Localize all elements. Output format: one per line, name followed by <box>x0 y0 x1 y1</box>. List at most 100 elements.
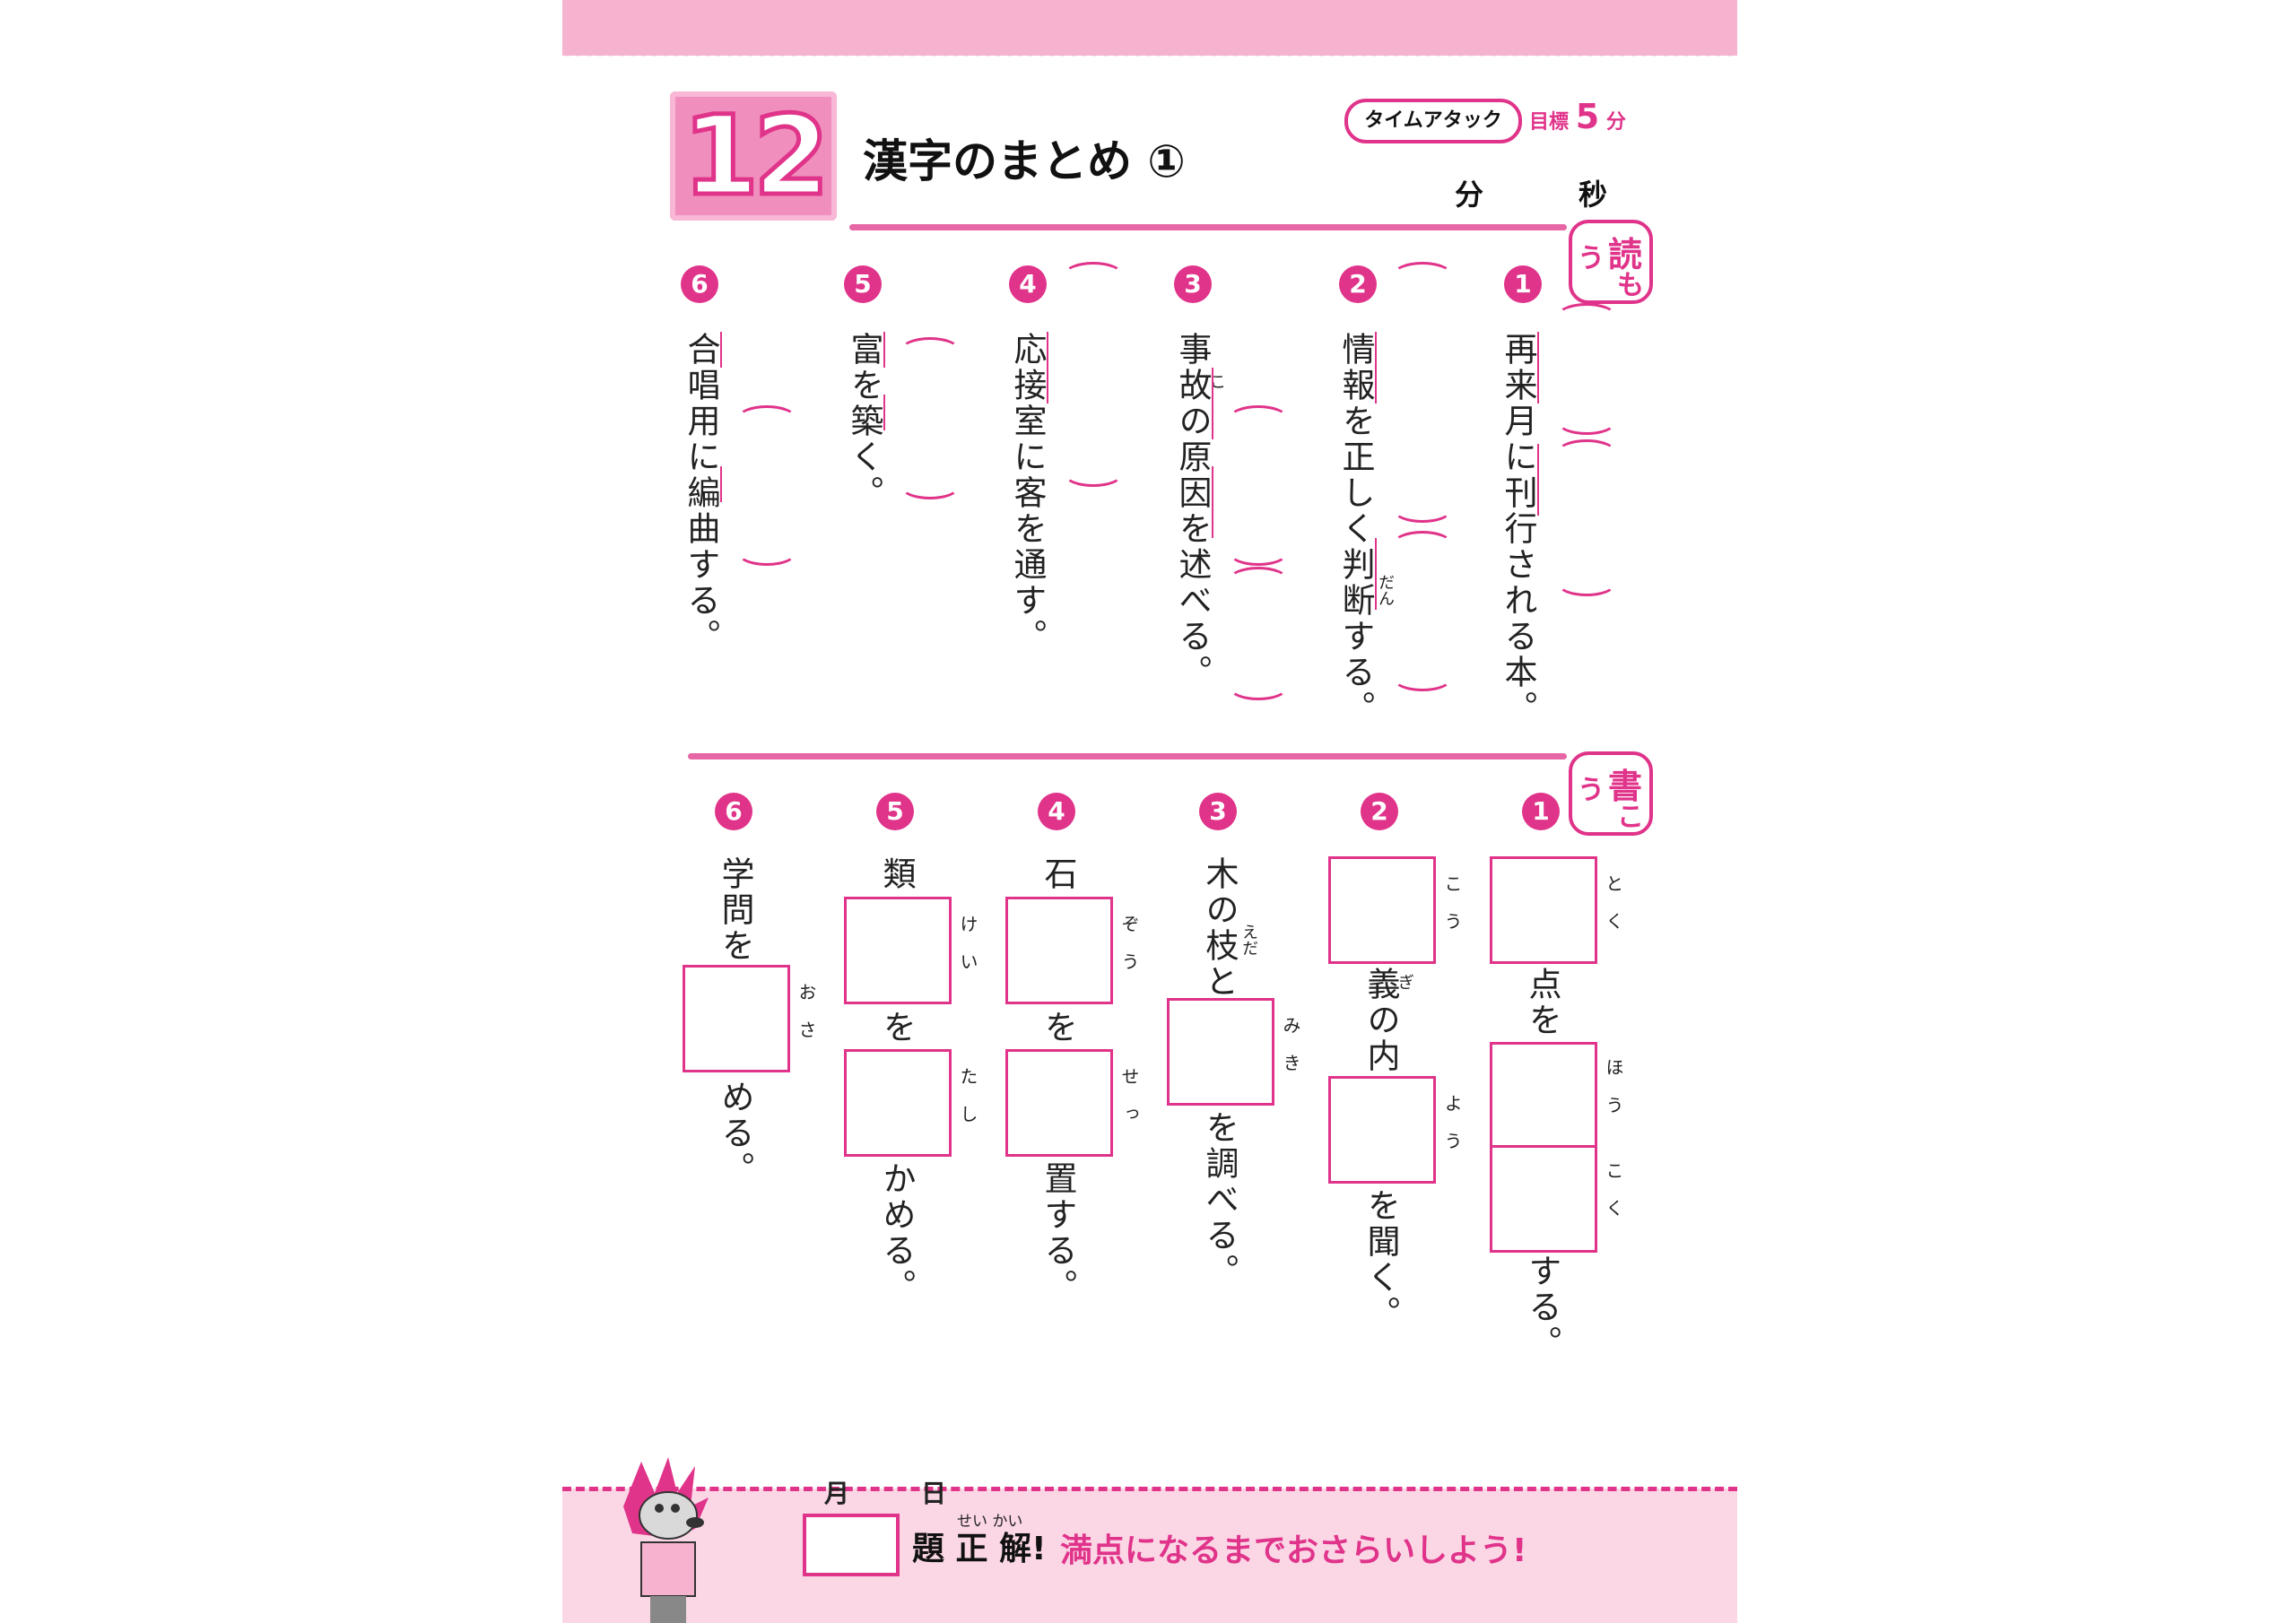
writing-question-text: を聞く。 <box>1361 1188 1400 1332</box>
answer-paren-top <box>1556 303 1617 331</box>
kanji-answer-box[interactable] <box>1490 1042 1597 1150</box>
ruby-text: けい <box>957 915 978 990</box>
kanji-answer-box[interactable] <box>1005 1049 1113 1157</box>
lesson-number-badge: 12 <box>670 91 837 222</box>
ruby-text: とく <box>1603 874 1624 950</box>
kanji-answer-box[interactable] <box>1490 1145 1597 1253</box>
reading-tag-char: も <box>1617 270 1644 301</box>
reading-question-text: 情報を正しく判断する。 <box>1336 332 1375 726</box>
reading-question-number: 4 <box>1009 265 1047 303</box>
score-ruby: せい かい <box>957 1513 1023 1531</box>
reading-question-text: 再来月に刊行される本。 <box>1499 332 1537 726</box>
encouragement-message: 満点になるまでおさらいしよう! <box>1060 1532 1527 1569</box>
writing-question-number: 1 <box>1522 793 1560 830</box>
writing-question-text: を <box>1039 1010 1077 1046</box>
score-input-box[interactable] <box>803 1514 900 1576</box>
footer-band <box>562 1488 1737 1623</box>
underline-mark <box>1212 466 1213 538</box>
writing-tag-char: 書 <box>1608 767 1643 806</box>
answer-paren-bottom <box>1392 664 1453 691</box>
date-month-label: 月 <box>824 1479 850 1508</box>
answer-paren-top <box>900 337 961 365</box>
writing-question-number: 5 <box>876 793 914 830</box>
kanji-answer-box[interactable] <box>1328 1076 1436 1184</box>
kanji-answer-box[interactable] <box>683 965 790 1072</box>
answer-paren-bottom <box>736 538 797 566</box>
writing-question-text: 点を <box>1523 967 1561 1038</box>
reading-tag: 読 も う <box>1569 220 1653 304</box>
target-value: 5 <box>1575 97 1600 136</box>
writing-question-number: 6 <box>715 793 752 830</box>
answer-paren-top <box>1556 439 1617 467</box>
writing-question-number: 4 <box>1038 793 1075 830</box>
answer-paren-top <box>1228 567 1289 595</box>
writing-tag-char: こ <box>1617 802 1644 833</box>
underline-mark <box>720 466 722 502</box>
answer-paren-bottom <box>900 472 961 499</box>
answer-paren-bottom <box>1228 673 1289 700</box>
ruby-text: ぎ <box>1398 974 1414 993</box>
date-day-label: 日 <box>921 1479 947 1508</box>
writing-question-number: 3 <box>1199 793 1237 830</box>
reading-section-rule <box>849 224 1567 230</box>
reading-question-text: 応接室に客を通す。 <box>1008 332 1047 655</box>
ruby-text: こう <box>1441 874 1463 950</box>
ruby-text: よう <box>1441 1094 1463 1169</box>
reading-question-text: 合唱用に編曲する。 <box>682 332 720 655</box>
writing-question-text: 類 <box>877 856 916 892</box>
target-label: 目標 <box>1529 111 1570 134</box>
target-time: 目標 5 分 <box>1529 97 1626 136</box>
answer-paren-top <box>736 405 797 433</box>
writing-question-text: 学問を <box>716 856 754 964</box>
reading-question-number: 5 <box>844 265 882 303</box>
reading-question-number: 3 <box>1174 265 1212 303</box>
time-attack-label: タイムアタック <box>1344 99 1522 143</box>
writing-question-text: 置する。 <box>1039 1161 1077 1305</box>
answer-paren-top <box>1228 405 1289 433</box>
lesson-number: 12 <box>681 91 832 222</box>
reading-question-number: 6 <box>681 265 718 303</box>
kanji-answer-box[interactable] <box>1167 998 1274 1106</box>
underline-mark <box>883 332 885 368</box>
underline-mark <box>1537 332 1539 404</box>
writing-question-number: 2 <box>1361 793 1398 830</box>
writing-question-text: を <box>877 1010 916 1046</box>
reading-question-number: 1 <box>1504 265 1542 303</box>
ruby-text: ぞう <box>1118 915 1140 990</box>
writing-question-text: める。 <box>716 1080 754 1187</box>
reading-tag-char: 読 <box>1608 235 1643 274</box>
ruby-text: えだ <box>1239 924 1258 956</box>
writing-question-text: 義の内 <box>1361 967 1400 1074</box>
ruby-text: こく <box>1603 1161 1624 1237</box>
answer-paren-bottom <box>1228 538 1289 566</box>
writing-tag: 書 こ う <box>1569 751 1653 836</box>
kanji-answer-box[interactable] <box>1490 856 1597 964</box>
worksheet-page: 12 漢字のまとめ ① タイムアタック 目標 5 分 分 秒 読 も う 1 再… <box>562 0 1737 1623</box>
answer-paren-top <box>1063 262 1124 290</box>
writing-question-text: 木の枝と <box>1200 856 1239 1000</box>
underline-mark <box>1375 538 1377 610</box>
score-label: 題 正 解! <box>912 1531 1047 1567</box>
writing-question-text: かめる。 <box>877 1161 916 1305</box>
ruby-text: たし <box>957 1067 978 1142</box>
kanji-answer-box[interactable] <box>844 897 952 1004</box>
kanji-answer-box[interactable] <box>1005 897 1113 1004</box>
ruby-text: せっ <box>1118 1067 1140 1142</box>
kanji-answer-box[interactable] <box>844 1049 952 1157</box>
underline-mark <box>720 332 722 368</box>
answer-paren-bottom <box>1556 407 1617 435</box>
writing-question-text: する。 <box>1523 1254 1561 1361</box>
minutes-unit: 分 <box>1455 178 1484 212</box>
reading-question-text: 事故の原因を述べる。 <box>1173 332 1212 690</box>
hedgehog-mascot-icon <box>623 1457 709 1623</box>
writing-tag-char: う <box>1578 775 1605 806</box>
kanji-answer-box[interactable] <box>1328 856 1436 964</box>
ruby-text: だん <box>1376 574 1395 606</box>
target-unit: 分 <box>1605 111 1626 134</box>
answer-paren-top <box>1392 262 1453 290</box>
footer-dashed-border <box>562 1487 1737 1491</box>
answer-paren-top <box>1392 531 1453 559</box>
ruby-text: こ <box>1210 373 1226 392</box>
ruby-text: ほう <box>1603 1058 1624 1133</box>
underline-mark <box>1047 332 1048 404</box>
